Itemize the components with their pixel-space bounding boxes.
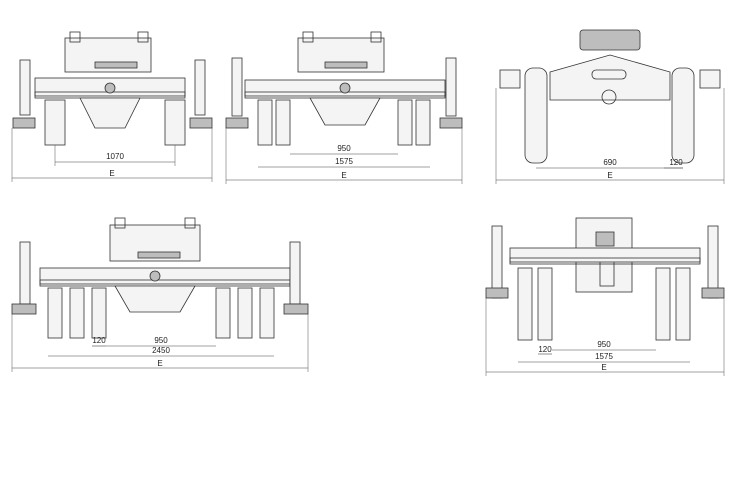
foot-right xyxy=(283,303,309,315)
foot-left xyxy=(12,117,36,129)
arm xyxy=(215,287,231,339)
foot-right xyxy=(701,287,725,299)
center-hanger xyxy=(79,97,141,129)
arm xyxy=(537,267,553,341)
dim-label-2450: 2450 xyxy=(152,346,170,355)
arm xyxy=(259,287,275,339)
dim-label-950: 950 xyxy=(154,336,168,345)
rotator-motor xyxy=(595,231,615,247)
dim-label-E: E xyxy=(341,171,346,180)
side-post-right xyxy=(289,241,301,305)
arm xyxy=(415,99,431,146)
arm-right xyxy=(164,99,186,146)
lift-lug-left xyxy=(302,31,314,43)
lift-lug-left xyxy=(114,217,126,229)
center-hub xyxy=(149,270,161,282)
arm xyxy=(69,287,85,339)
arm-left xyxy=(44,99,66,146)
drawing-view-4: 120 950 2450 E xyxy=(11,217,309,372)
leg-right xyxy=(671,67,695,164)
side-post-left xyxy=(231,57,243,117)
side-post-right xyxy=(707,225,719,299)
foot-left xyxy=(225,117,249,129)
lift-lug-right xyxy=(370,31,382,43)
arm xyxy=(47,287,63,339)
dim-label-1575: 1575 xyxy=(595,352,613,361)
foot-right xyxy=(439,117,463,129)
lift-lug-right xyxy=(184,217,196,229)
arm xyxy=(275,99,291,146)
dim-label-950: 950 xyxy=(597,340,611,349)
dim-label-1575: 1575 xyxy=(335,157,353,166)
side-post-left xyxy=(491,225,503,299)
main-beam xyxy=(509,247,701,263)
main-beam xyxy=(39,267,291,285)
drawing-view-5: 950 120 1575 E xyxy=(485,217,725,376)
drawing-view-2: 950 1575 E xyxy=(225,31,463,184)
arm xyxy=(655,267,671,341)
arm xyxy=(257,99,273,146)
foot-left xyxy=(11,303,37,315)
lift-lug-left xyxy=(69,31,81,43)
foot-right xyxy=(189,117,213,129)
dim-label-E: E xyxy=(157,359,162,368)
nameplate xyxy=(94,61,138,69)
dim-label-E: E xyxy=(109,169,114,178)
drawing-view-1: 1070 E xyxy=(11,31,213,182)
drawing-view-3: 690 120 E xyxy=(495,29,725,184)
dim-label-1070: 1070 xyxy=(106,152,124,161)
lift-lug-right xyxy=(137,31,149,43)
beam-rail xyxy=(509,257,701,265)
arm xyxy=(237,287,253,339)
dim-label-690: 690 xyxy=(603,158,617,167)
dim-label-120: 120 xyxy=(92,336,106,345)
dim-label-120: 120 xyxy=(538,345,552,354)
side-bracket-left xyxy=(499,69,521,89)
foot-left xyxy=(485,287,509,299)
center-hanger xyxy=(114,285,196,313)
nameplate xyxy=(137,251,181,259)
leg-left xyxy=(524,67,548,164)
nameplate xyxy=(324,61,368,69)
lift-ring xyxy=(601,89,617,105)
dim-label-950: 950 xyxy=(337,144,351,153)
side-post-left xyxy=(19,241,31,305)
arm xyxy=(675,267,691,341)
dim-label-E: E xyxy=(607,171,612,180)
dim-label-E: E xyxy=(601,363,606,372)
dim-label-120: 120 xyxy=(669,158,683,167)
side-bracket-right xyxy=(699,69,721,89)
center-hub xyxy=(104,82,116,94)
spreader-frame xyxy=(549,54,671,101)
arm xyxy=(517,267,533,341)
lift-slot xyxy=(591,69,627,80)
side-post-right xyxy=(445,57,457,117)
arm xyxy=(397,99,413,146)
center-hub xyxy=(339,82,351,94)
arm xyxy=(91,287,107,339)
center-hanger xyxy=(309,97,381,126)
side-post-left xyxy=(19,59,31,116)
rotator-top xyxy=(579,29,641,51)
side-post-right xyxy=(194,59,206,116)
